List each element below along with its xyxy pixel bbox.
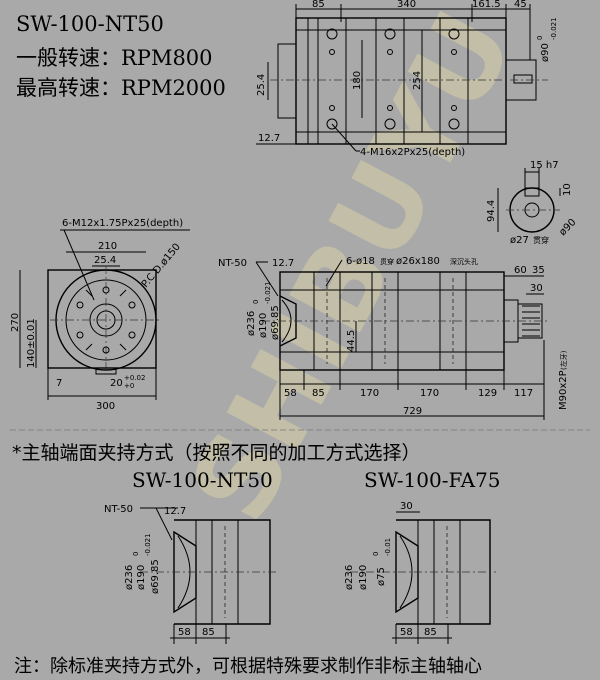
callout-m16: 4-M16x2Px25(depth) (360, 147, 465, 158)
dim-7: 7 (56, 378, 62, 389)
detail-fa75-view: 30 ø236 ø190 ø75 0 -0.01 58 85 (344, 501, 496, 644)
dim-15h7: 15 h7 (530, 160, 559, 171)
tol-20-bot: +0 (124, 382, 134, 390)
dim-58: 58 (400, 627, 413, 638)
dim-117: 117 (514, 388, 533, 399)
dim-45: 45 (514, 0, 527, 10)
dim-85: 85 (312, 0, 325, 10)
tol-phi190-bot: -0.021 (264, 281, 272, 304)
dim-12-7: 12.7 (258, 133, 280, 144)
tol-phi90-top: 0 (536, 36, 544, 40)
side-view: NT-50 12.7 6-ø18 贯穿 ø26x180 深沉头孔 ø236 ø1… (218, 256, 569, 420)
dim-340: 340 (397, 0, 416, 10)
dim-140: 140±0.01 (26, 318, 37, 368)
pcd-label: P.C.D.ø150 (140, 242, 183, 290)
dim-85: 85 (202, 627, 215, 638)
tol-top: 0 (132, 552, 140, 556)
dim-729: 729 (403, 406, 422, 417)
dim-phi27-note: 贯穿 (533, 235, 549, 245)
dim-phi75: ø75 (376, 567, 387, 586)
dim-phi190: ø190 (258, 313, 269, 338)
dim-phi236: ø236 (124, 565, 135, 590)
dim-300: 300 (96, 401, 115, 412)
dim-85: 85 (312, 388, 325, 399)
top-view: 85 340 161.5 45 25.4 180 254 ø90 0 -0.02… (256, 0, 558, 158)
section-title: *主轴端面夹持方式（按照不同的加工方式选择） (12, 442, 421, 464)
dim-254: 254 (412, 71, 423, 90)
dim-10: 10 (562, 183, 573, 196)
detail-nt50-view: NT-50 12.7 ø236 ø190 0 -0.021 ø69.85 58 … (104, 504, 276, 644)
dim-58: 58 (178, 627, 191, 638)
dim-m90: M90x2P (558, 370, 569, 410)
dim-60: 60 (514, 265, 527, 276)
tol-bot: -0.021 (144, 533, 152, 556)
dim-85: 85 (424, 627, 437, 638)
dim-270: 270 (10, 313, 21, 332)
key-section-view: 15 h7 10 94.4 ø27 贯穿 ø90 (486, 160, 578, 246)
nt50-label: NT-50 (104, 504, 133, 515)
spec-normal-speed: 一般转速：RPM800 (16, 46, 213, 70)
dim-12-7: 12.7 (272, 258, 294, 269)
callout-holes-2: ø26x180 (396, 256, 440, 267)
dim-12-7: 12.7 (164, 506, 186, 517)
callout-holes: 6-ø18 (346, 256, 375, 267)
tol-phi90-bot: -0.021 (550, 17, 558, 40)
dim-phi90: ø90 (557, 217, 578, 238)
dim-phi90: ø90 (540, 43, 551, 62)
sub-title-fa75: SW-100-FA75 (364, 468, 501, 492)
dim-phi236: ø236 (246, 311, 257, 336)
callout-holes-note1: 贯穿 (380, 257, 394, 266)
callout-m12: 6-M12x1.75Px25(depth) (62, 218, 183, 229)
dim-phi27: ø27 (510, 235, 529, 246)
nt50-label: NT-50 (218, 258, 247, 269)
dim-phi190: ø190 (358, 565, 369, 590)
dim-129: 129 (478, 388, 497, 399)
footer-note: 注：除标准夹持方式外，可根据特殊要求制作非标主轴轴心 (14, 656, 482, 677)
dim-phi69-85: ø69.85 (270, 305, 281, 340)
front-view: 6-M12x1.75Px25(depth) 210 25.4 P.C.D.ø15… (10, 218, 190, 412)
dim-180: 180 (352, 71, 363, 90)
dim-25-4: 25.4 (94, 255, 116, 266)
dim-35: 35 (532, 265, 545, 276)
dim-44-5: 44.5 (346, 330, 357, 352)
dim-30: 30 (400, 501, 413, 512)
dim-phi69-85: ø69.85 (150, 559, 161, 594)
dim-170b: 170 (420, 388, 439, 399)
dim-20: 20 (110, 378, 123, 389)
callout-holes-note2: 深沉头孔 (450, 257, 478, 266)
spec-model: SW-100-NT50 (16, 12, 164, 36)
tol-bot: -0.01 (384, 538, 392, 556)
spec-max-speed: 最高转速：RPM2000 (16, 76, 226, 100)
dim-phi236: ø236 (344, 565, 355, 590)
dim-m90-note: (左牙) (559, 350, 568, 370)
dim-58: 58 (284, 388, 297, 399)
dim-30: 30 (530, 283, 543, 294)
dim-94-4: 94.4 (486, 200, 497, 222)
tol-top: 0 (372, 552, 380, 556)
dim-25-4: 25.4 (256, 74, 267, 96)
dim-210: 210 (98, 241, 117, 252)
dim-161-5: 161.5 (472, 0, 501, 10)
tol-20-top: +0.02 (124, 374, 145, 382)
sub-title-nt50: SW-100-NT50 (132, 468, 273, 492)
dim-phi190: ø190 (136, 565, 147, 590)
dim-170a: 170 (360, 388, 379, 399)
tol-phi190-top: 0 (252, 300, 260, 304)
